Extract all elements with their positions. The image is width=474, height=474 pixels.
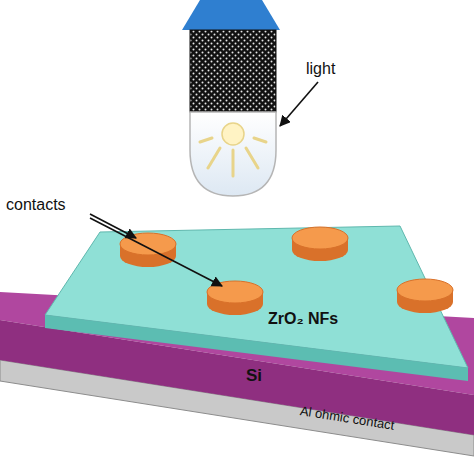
- contact-pads: [120, 227, 453, 315]
- layer-label: Si: [246, 367, 262, 386]
- leader-arrows: [90, 82, 318, 286]
- callout-label: contacts: [6, 196, 66, 214]
- layer-label: ZrO₂ NFs: [268, 310, 338, 328]
- microscope-objective: [182, 0, 280, 196]
- callout-label: light: [306, 60, 335, 78]
